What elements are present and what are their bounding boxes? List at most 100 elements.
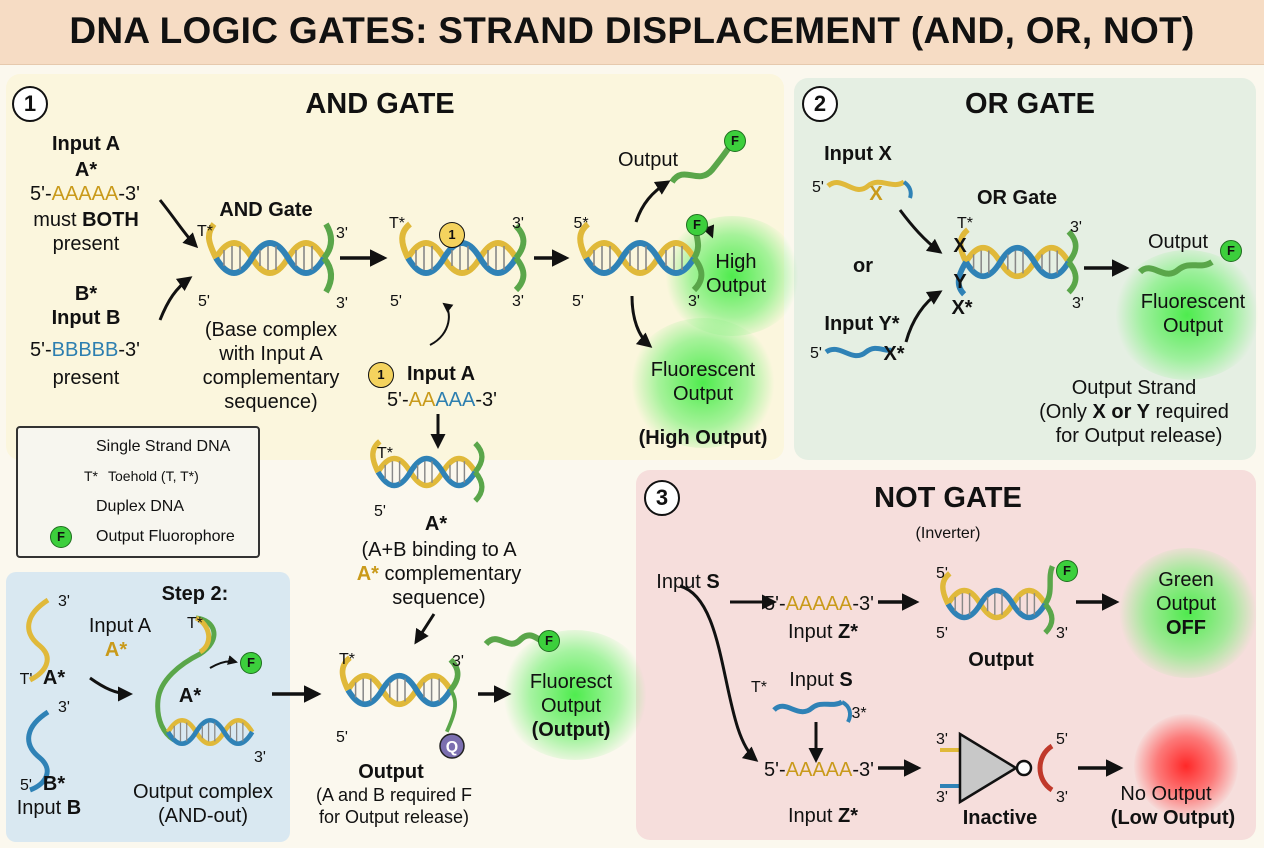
- not-three-prime-4: 3': [1056, 789, 1068, 806]
- not-no-output: No Output: [1120, 783, 1212, 805]
- or-strand-only: (Only: [1039, 401, 1093, 423]
- or-strand-xy: X or Y: [1092, 401, 1150, 423]
- or-x-mark: X: [869, 183, 883, 205]
- five-prime-5: 5': [336, 729, 348, 746]
- not-low-output: (Low Output): [1110, 807, 1236, 829]
- not-gate-number: 3: [644, 480, 680, 516]
- not-green-line1: Green: [1158, 569, 1214, 591]
- ab-binding-a-star: A*: [356, 563, 379, 585]
- not-input-s2-text: Input: [789, 669, 840, 691]
- or-gate-complex: [955, 227, 1079, 297]
- not-seq1-3prime: -3': [852, 593, 874, 615]
- legend-item-fluorophore: Output Fluorophore: [96, 528, 235, 545]
- output-paren-label: (Output): [531, 719, 611, 741]
- intermediate-complex: [399, 221, 527, 293]
- not-seq2-5prime: 5'-: [764, 759, 786, 781]
- legend-item-ssdna: Single Strand DNA: [96, 438, 231, 455]
- step-badge-1: 1: [439, 222, 465, 248]
- not-input-s: Input S: [648, 570, 728, 594]
- ab-binding-line2: A* complementary: [334, 562, 544, 586]
- or-gate-number: 2: [802, 86, 838, 122]
- ab-required-note: (A and B required F for Output release): [315, 785, 473, 827]
- or-fluorophore-icon: F: [1220, 240, 1242, 262]
- and-gate-heading: AND GATE: [305, 88, 455, 120]
- not-t-star: T*: [751, 679, 767, 696]
- step2-input-b-text: Input: [16, 797, 67, 819]
- step2-input-b-bold: B: [66, 797, 82, 819]
- ab-binding-line3: sequence): [392, 587, 486, 609]
- five-star: 5*: [573, 215, 589, 232]
- step2-t-prime: T': [19, 671, 33, 688]
- not-input-z-text: Input: [787, 621, 839, 643]
- fluorophore-f-icon-2: F: [686, 214, 708, 236]
- present-label: present: [52, 233, 120, 255]
- three-prime-2: 3': [512, 215, 524, 232]
- step2-three-prime-3: 3': [254, 749, 266, 766]
- seq-b-3prime: -3': [118, 339, 140, 361]
- and-gate-label: AND Gate: [219, 199, 313, 221]
- not-input-z-2: Input Z*: [768, 804, 878, 828]
- not-inactive-label: Inactive: [962, 807, 1038, 829]
- not-five-prime-2: 5': [936, 625, 948, 642]
- not-input-z2-text: Input: [787, 805, 839, 827]
- not-seq2-bases: AAAAA: [785, 759, 853, 781]
- three-prime-1: 3': [336, 225, 348, 242]
- or-strand-line3: for Output release): [1055, 425, 1223, 447]
- not-three-prime-2: 3': [936, 731, 948, 748]
- not-seq1-bases: AAAAA: [785, 593, 853, 615]
- five-prime-4: 5': [374, 503, 386, 520]
- step2-three-prime: 3': [58, 593, 70, 610]
- step-badge-2: 1: [368, 362, 394, 388]
- not-three-prime: 3': [1056, 625, 1068, 642]
- or-gate-label: OR Gate: [976, 187, 1058, 209]
- three-prime-6: 3': [452, 653, 464, 670]
- not-gate-complex: [940, 565, 1055, 635]
- and-gate-complex: [206, 222, 334, 294]
- and-gate-number: 1: [12, 86, 48, 122]
- seq-a-5prime: 5'-: [30, 183, 52, 205]
- output-top-label: Output: [617, 149, 679, 171]
- not-green-line2: Output: [1155, 593, 1217, 615]
- not-input-s-2: Input S: [776, 668, 866, 692]
- or-five-prime: 5': [812, 179, 824, 196]
- or-five-prime-2: 5': [810, 345, 822, 362]
- or-x: X: [953, 235, 967, 257]
- input-a-label: Input A: [51, 133, 121, 155]
- or-output-label: Output: [1147, 231, 1209, 253]
- input-b-label: Input B: [51, 307, 121, 329]
- must-both-label: must BOTH: [16, 208, 156, 232]
- seq-input-a-2: 5'-AAAAA-3': [372, 388, 512, 412]
- fluorophore-f-icon: F: [724, 130, 746, 152]
- seq-b-5prime: 5'-: [30, 339, 52, 361]
- seq2-blue: AAA: [435, 389, 476, 411]
- five-prime-3: 5': [572, 293, 584, 310]
- ab-binding-line1: (A+B binding to A: [361, 539, 517, 561]
- step2-a-star: A*: [42, 667, 66, 689]
- not-green-line3: OFF: [1166, 617, 1206, 639]
- step2-duplex: [168, 720, 252, 743]
- fluoresct-output-label: Fluoresct Output: [529, 671, 613, 717]
- not-input-z: Input Z*: [768, 620, 878, 644]
- not-input-s2-bold: S: [839, 669, 853, 691]
- title-bar: DNA LOGIC GATES: STRAND DISPLACEMENT (AN…: [0, 0, 1264, 65]
- step2-five-prime: 5': [20, 777, 32, 794]
- high-output-note: (High Output): [638, 427, 768, 449]
- output-label-2: Output: [358, 761, 424, 783]
- not-input-s-bold: S: [706, 571, 720, 593]
- ab-binding-complementary: complementary: [378, 563, 522, 585]
- must-text: must: [33, 209, 83, 231]
- step2-b-star: B*: [42, 773, 66, 795]
- output-complex-right: [577, 219, 705, 293]
- not-output-label: Output: [968, 649, 1034, 671]
- or-three-prime-2: 3': [1072, 295, 1084, 312]
- fluorophore-f-icon-3: F: [538, 630, 560, 652]
- seq-a-3prime: -3': [118, 183, 140, 205]
- step2-panel: [6, 572, 290, 842]
- legend-item-duplex: Duplex DNA: [96, 498, 185, 515]
- t-star-3: T*: [377, 445, 393, 462]
- legend-box: Single Strand DNA T* Toehold (T, T*) Dup…: [16, 426, 260, 558]
- seq-b: 5'-BBBBB-3': [10, 338, 160, 362]
- not-input-s-text: Input: [656, 571, 707, 593]
- not-gate-subtitle: (Inverter): [915, 525, 981, 542]
- legend-item-toehold: Toehold (T, T*): [108, 468, 199, 484]
